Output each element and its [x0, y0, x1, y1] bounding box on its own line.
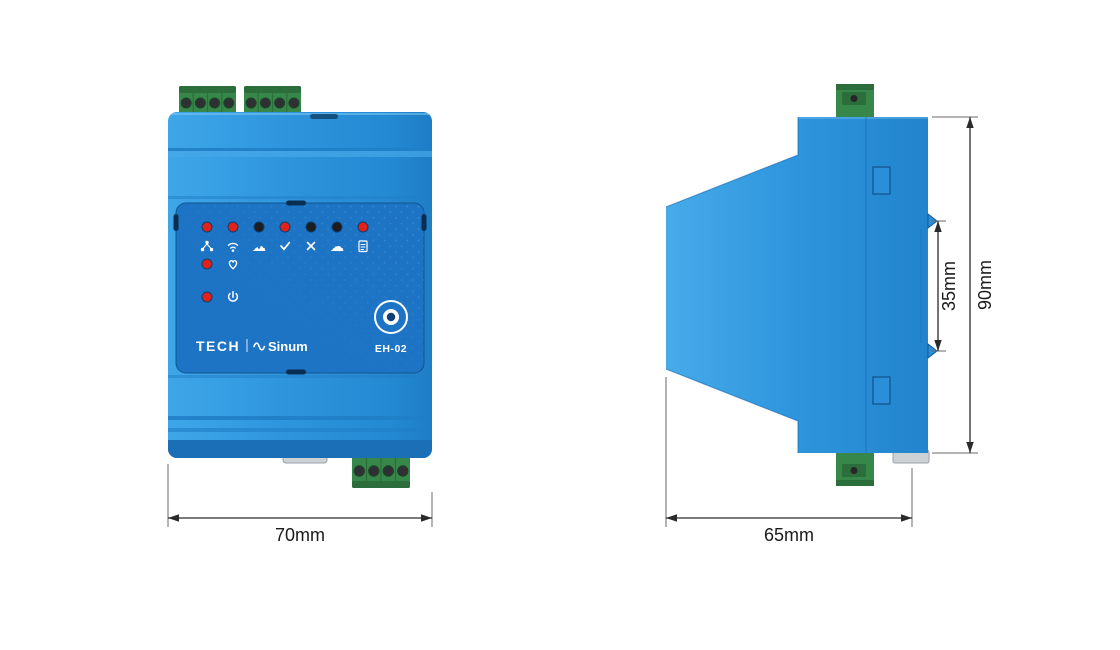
terminal-block-side-top — [836, 84, 874, 119]
terminal-screws — [180, 97, 235, 109]
cloud-download-icon: ☁ — [252, 239, 266, 255]
led-cloud-download — [253, 221, 265, 233]
front-view: ☁ ☁ — [167, 86, 433, 545]
terminal-screws — [353, 465, 409, 477]
brand-sinum-logo: Sinum — [268, 339, 308, 354]
depth-dimension-label: 65mm — [764, 525, 814, 545]
wifi-icon — [227, 242, 239, 252]
terminal-block-top-right — [244, 86, 301, 117]
dimension-90mm: 90mm — [932, 116, 995, 454]
dimension-35mm: 35mm — [931, 220, 959, 352]
led-close — [305, 221, 317, 233]
power-icon — [227, 290, 239, 302]
cloud-icon: ☁ — [330, 239, 344, 255]
led-cloud — [331, 221, 343, 233]
din-rail-clips — [872, 166, 891, 405]
dimension-70mm: 70mm — [167, 464, 433, 545]
module-side-body — [666, 117, 928, 453]
rail-dimension-label: 35mm — [939, 261, 959, 311]
led-row-2 — [201, 258, 238, 270]
height-dimension-label: 90mm — [975, 260, 995, 310]
led-row-3 — [201, 290, 239, 303]
panel-slots — [173, 200, 427, 375]
led-wifi — [227, 221, 239, 233]
svg-text:☁: ☁ — [330, 239, 344, 255]
model-label: EH-02 — [375, 343, 407, 355]
dimension-65mm: 65mm — [665, 377, 913, 545]
icon-row-1: ☁ ☁ — [200, 239, 368, 255]
terminal-block-top-left — [179, 86, 236, 117]
list-icon — [358, 240, 368, 253]
led-row-1 — [201, 221, 369, 233]
vent-slot — [310, 114, 338, 119]
side-view: 35mm 90mm 65mm — [665, 84, 995, 545]
terminal-screws — [245, 97, 300, 109]
network-icon — [200, 240, 214, 252]
led-list — [357, 221, 369, 233]
width-dimension-label: 70mm — [275, 525, 325, 545]
module-body-details — [168, 113, 432, 458]
module-side-edges — [665, 117, 928, 453]
brand-tech-logo: TECH — [196, 338, 240, 354]
led-network — [201, 221, 213, 233]
close-icon — [306, 241, 316, 251]
check-icon — [280, 241, 291, 251]
branding: TECH Sinum EH-02 — [196, 338, 407, 355]
heart-icon — [228, 260, 238, 270]
reset-button — [374, 300, 408, 334]
led-check — [279, 221, 291, 233]
led-heart — [201, 258, 213, 270]
terminal-block-side-bottom — [836, 451, 874, 486]
led-power — [201, 291, 213, 303]
din-rail-hooks — [927, 212, 938, 360]
terminal-block-bottom — [352, 454, 410, 488]
sinum-wave-icon — [253, 342, 266, 351]
